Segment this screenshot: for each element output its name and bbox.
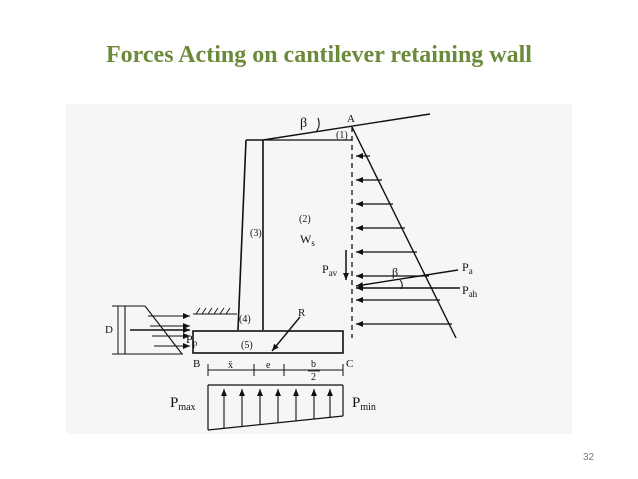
point-a-label: A	[347, 113, 355, 125]
pp-label: Pp	[186, 332, 198, 348]
base-pressure-arrows	[221, 389, 333, 428]
pressure-triangle-edge	[351, 126, 457, 339]
lateral-pressure-arrows	[356, 153, 452, 327]
pa-label: Pa	[462, 260, 473, 276]
diagram-background	[66, 104, 572, 434]
resultant-arrow	[271, 316, 301, 352]
zone-2-label: (2)	[299, 214, 311, 225]
b-numerator-label: b	[311, 359, 316, 370]
e-label: e	[266, 360, 271, 371]
backfill-slope-line	[262, 113, 431, 141]
zone-3-label: (3)	[250, 228, 262, 239]
d-label: D	[105, 324, 113, 336]
zone-4-label: (4)	[239, 314, 251, 325]
zone-5-label: (5)	[241, 340, 253, 351]
beta-mid-label: β	[392, 265, 398, 279]
pav-label: Pav	[322, 262, 338, 278]
pmin-label: Pmin	[352, 395, 376, 413]
pah-label: Pah	[462, 283, 478, 299]
r-label: R	[298, 307, 306, 319]
b-denominator-label: 2	[311, 372, 316, 383]
x-bar-label: x̄	[228, 360, 233, 371]
base-slab	[192, 330, 344, 354]
beta-top-arc	[315, 117, 320, 133]
zone-1-label: (1)	[336, 130, 348, 141]
pa-arrow	[355, 269, 459, 288]
point-c-label: C	[346, 358, 353, 370]
base-pressure-diagram	[207, 384, 344, 431]
base-dimension-line	[207, 364, 344, 376]
passive-pressure-arrows	[148, 313, 190, 349]
pmax-label: Pmax	[170, 395, 196, 413]
beta-top-label: β	[300, 116, 307, 131]
toe-ground-hatch	[193, 307, 237, 315]
beta-mid-arc	[399, 279, 403, 290]
depth-dimension	[114, 305, 122, 355]
page-number: 32	[583, 452, 595, 463]
slide-title: Forces Acting on cantilever retaining wa…	[106, 42, 532, 68]
ws-label: Ws	[300, 232, 315, 248]
point-b-label: B	[193, 358, 200, 370]
